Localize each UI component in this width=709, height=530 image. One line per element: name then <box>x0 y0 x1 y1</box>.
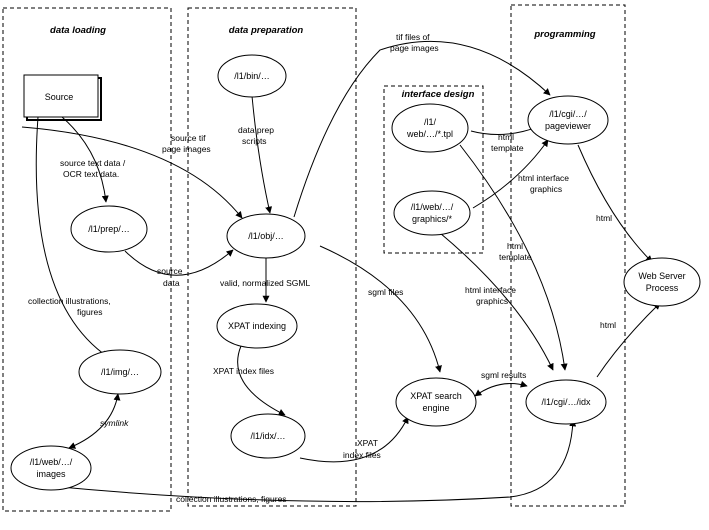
label-data-prep-scripts-line-2: scripts <box>242 136 267 146</box>
label-source-data-line-1: source <box>157 266 183 276</box>
edge-prep-to-obj <box>124 249 234 276</box>
label-collection-illus-line-1: collection illustrations, <box>28 296 111 306</box>
label-sgml-results: sgml results <box>481 370 526 380</box>
node-xpat-search: XPAT search engine <box>395 377 477 427</box>
label-source-tif-line-1: source tif <box>171 133 206 143</box>
label-source-tif-line-2: page images <box>162 144 211 154</box>
edge-source-to-img <box>35 116 109 358</box>
edge-source-to-prep <box>61 116 109 203</box>
edge-bin-to-obj <box>251 95 273 214</box>
node-label-l1-web-images-line-2: images <box>36 469 66 479</box>
node-label-l1-prep: /l1/prep/… <box>88 224 130 234</box>
node-web-server: Web Server Process <box>623 257 701 307</box>
group-programming: programming <box>510 4 626 507</box>
label-tif-files-line-1: tif files of <box>396 32 430 42</box>
edges <box>21 40 661 503</box>
edge-graphics-to-cgi-idx <box>439 232 554 371</box>
label-html-interface-graphics-1-line-2: graphics <box>530 184 562 194</box>
edge-web-images-to-cgi-idx <box>49 419 577 503</box>
node-source: Source <box>23 74 102 121</box>
group-title-data-loading: data loading <box>50 25 106 36</box>
node-label-l1-bin: /l1/bin/… <box>234 71 270 81</box>
node-pageviewer: /l1/cgi/…/ pageviewer <box>527 95 609 145</box>
edge-idx-to-xpat-search <box>299 416 409 463</box>
edge-source-to-obj <box>21 126 243 219</box>
label-html-interface-graphics-2-line-1: html interface <box>465 285 516 295</box>
group-title-programming: programming <box>533 29 595 40</box>
node-l1-obj: /l1/obj/… <box>226 213 306 259</box>
label-tif-files-line-2: page images <box>390 43 439 53</box>
label-html-template-2-line-2: template <box>499 252 532 262</box>
group-title-data-preparation: data preparation <box>229 25 304 36</box>
edge-obj-to-xpat-search <box>319 245 442 373</box>
label-xpat-index-files-2-line-1: XPAT <box>357 438 378 448</box>
node-label-xpat-search-line-1: XPAT search <box>410 391 462 401</box>
group-interface-design: interface design <box>383 85 484 254</box>
label-html-1: html <box>596 213 612 223</box>
label-html-interface-graphics-2-line-2: graphics <box>476 296 508 306</box>
label-html-template-2-line-1: html <box>507 241 523 251</box>
label-valid-sgml: valid, normalized SGML <box>220 278 311 288</box>
edge-img-web-images-symlink <box>68 393 121 449</box>
edge-pageviewer-to-server <box>577 144 653 263</box>
group-data-loading: data loading <box>2 7 172 512</box>
edge-xpat-search-to-cgi-idx <box>474 380 528 397</box>
node-label-l1-obj: /l1/obj/… <box>248 231 284 241</box>
label-html-interface-graphics-1-line-1: html interface <box>518 173 569 183</box>
edge-cgi-idx-to-server <box>596 302 661 378</box>
group-title-interface-design: interface design <box>402 89 475 100</box>
node-label-pageviewer-line-1: /l1/cgi/…/ <box>549 109 587 119</box>
node-label-l1-web-images-line-1: /l1/web/…/ <box>30 457 73 467</box>
node-label-web-server-line-1: Web Server <box>638 271 685 281</box>
label-source-text-line-2: OCR text data. <box>63 169 119 179</box>
node-label-pageviewer-line-2: pageviewer <box>545 121 591 131</box>
label-source-text-line-1: source text data / <box>60 158 126 168</box>
node-label-source: Source <box>45 92 74 102</box>
node-label-web-server-line-2: Process <box>646 283 679 293</box>
edge-graphics-to-pageviewer <box>472 139 549 209</box>
node-label-cgi-idx: /l1/cgi/…/idx <box>541 397 591 407</box>
label-html-template-1-line-2: template <box>491 143 524 153</box>
group-data-preparation: data preparation <box>187 7 357 507</box>
label-symlink: symlink <box>100 418 129 428</box>
node-cgi-idx: /l1/cgi/…/idx <box>525 379 607 425</box>
label-html-2: html <box>600 320 616 330</box>
node-l1-web-images: /l1/web/…/ images <box>10 445 92 491</box>
node-label-xpat-indexing: XPAT indexing <box>228 321 286 331</box>
node-l1-web-graphics: /l1/web/…/ graphics/* <box>393 190 471 236</box>
label-data-prep-scripts-line-1: data prep <box>238 125 274 135</box>
label-collection-illus-line-2: figures <box>77 307 103 317</box>
node-label-l1-web-graphics-line-1: /l1/web/…/ <box>411 202 454 212</box>
node-l1-prep: /l1/prep/… <box>70 205 148 253</box>
edge-labels: source tif page images source text data … <box>28 32 616 504</box>
label-xpat-index-files-1: XPAT index files <box>213 366 274 376</box>
label-html-template-1-line-1: html <box>498 132 514 142</box>
label-collection-illus-bottom: collection illustrations, figures <box>176 494 287 504</box>
node-label-l1-img: /l1/img/… <box>101 367 139 377</box>
node-label-l1-web-graphics-line-2: graphics/* <box>412 214 453 224</box>
node-l1-web-tpl: /l1/ web/…/*.tpl <box>391 103 469 153</box>
node-xpat-indexing: XPAT indexing <box>216 303 298 349</box>
node-l1-img: /l1/img/… <box>78 349 162 395</box>
edge-obj-tif-to-pageviewer <box>293 40 551 218</box>
label-xpat-index-files-2-line-2: index files <box>343 450 381 460</box>
node-label-xpat-search-line-2: engine <box>422 403 449 413</box>
node-label-l1-web-tpl-line-1: /l1/ <box>424 117 437 127</box>
label-sgml-files: sgml files <box>368 287 403 297</box>
node-label-l1-idx: /l1/idx/… <box>250 431 285 441</box>
node-label-l1-web-tpl-line-2: web/…/*.tpl <box>406 129 453 139</box>
label-source-data-line-2: data <box>163 278 180 288</box>
edge-tpl-to-cgi-idx <box>459 144 568 371</box>
node-l1-idx: /l1/idx/… <box>230 413 306 459</box>
edge-xpat-indexing-to-idx <box>237 345 286 416</box>
node-l1-bin: /l1/bin/… <box>217 54 287 98</box>
